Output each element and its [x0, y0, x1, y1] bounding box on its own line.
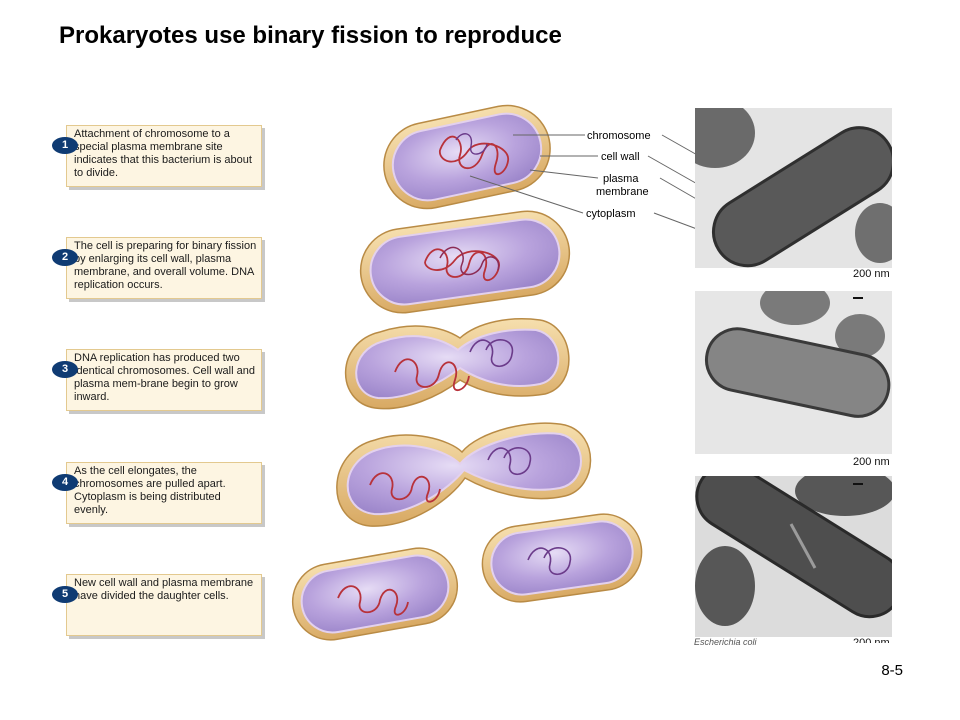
scale-bar-label: 200 nm — [853, 456, 890, 468]
step-badge: 1 — [52, 137, 78, 154]
leader-lines — [469, 134, 753, 233]
micrograph-3 — [695, 476, 892, 637]
step-box: As the cell elongates, the chromosomes a… — [66, 462, 262, 524]
label-membrane: membrane — [596, 186, 649, 198]
step-badge: 5 — [52, 586, 78, 603]
scale-bar-label: 200 nm — [853, 637, 890, 643]
micrograph-1 — [695, 108, 892, 268]
step-text: As the cell elongates, the chromosomes a… — [74, 465, 226, 516]
step-2: The cell is preparing for binary fission… — [52, 237, 264, 301]
scale-bar — [853, 297, 863, 299]
step-4: As the cell elongates, the chromosomes a… — [52, 462, 264, 526]
step-box: DNA replication has produced two identic… — [66, 349, 262, 411]
step-box: New cell wall and plasma membrane have d… — [66, 574, 262, 636]
step-text: Attachment of chromosome to a special pl… — [74, 128, 252, 179]
cell-stage-3 — [344, 318, 570, 410]
page-title: Prokaryotes use binary fission to reprod… — [59, 22, 562, 49]
step-box: Attachment of chromosome to a special pl… — [66, 125, 262, 187]
step-1: Attachment of chromosome to a special pl… — [52, 125, 264, 189]
step-badge: 4 — [52, 474, 78, 491]
cell-stage-4 — [336, 422, 592, 527]
step-text: DNA replication has produced two identic… — [74, 352, 255, 403]
scale-bar — [853, 483, 863, 485]
cell-stage-2 — [359, 210, 571, 314]
label-cell-wall: cell wall — [601, 151, 640, 163]
step-3: DNA replication has produced two identic… — [52, 349, 264, 413]
scale-bar-label: 200 nm — [853, 268, 890, 280]
micrograph-caption: Escherichia coli — [694, 637, 757, 647]
step-text: The cell is preparing for binary fission… — [74, 240, 257, 291]
step-badge: 2 — [52, 249, 78, 266]
step-text: New cell wall and plasma membrane have d… — [74, 577, 254, 602]
label-cytoplasm: cytoplasm — [586, 208, 636, 220]
step-badge: 3 — [52, 361, 78, 378]
cell-stage-5 — [291, 513, 643, 641]
label-chromosome: chromosome — [587, 130, 651, 142]
micrograph-2 — [695, 291, 892, 454]
page-number: 8-5 — [881, 662, 903, 679]
step-box: The cell is preparing for binary fission… — [66, 237, 262, 299]
label-plasma: plasma — [603, 173, 639, 185]
cell-stage-1 — [383, 104, 551, 210]
step-5: New cell wall and plasma membrane have d… — [52, 574, 264, 638]
